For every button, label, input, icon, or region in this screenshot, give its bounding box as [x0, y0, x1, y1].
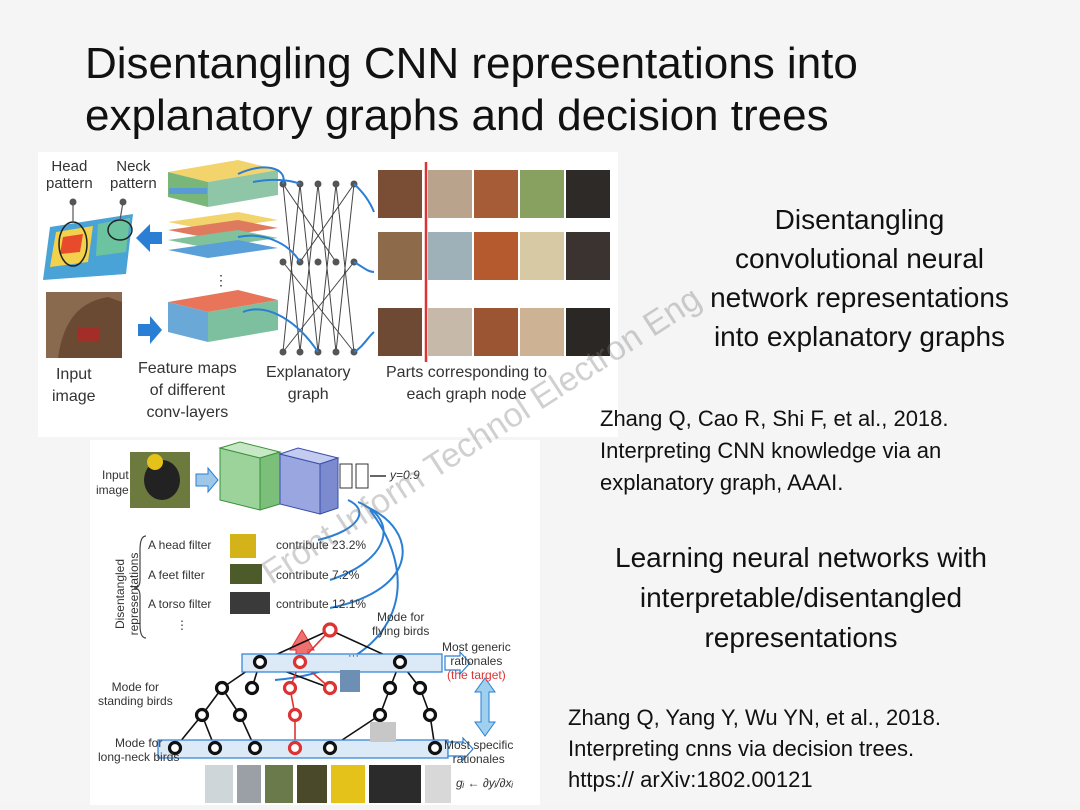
tree-paper-reference: Zhang Q, Yang Y, Wu YN, et al., 2018. In…: [568, 705, 942, 792]
bird-thumbnail-strip: [205, 670, 451, 803]
torso-filter-contribution: contribute 12.1%: [276, 597, 367, 611]
feature-ellipsis: ⋮: [214, 272, 228, 288]
tree-paper-title: Learning neural networks with interpreta…: [615, 542, 987, 653]
arrow-left-icon: [136, 224, 162, 252]
part-patches: [378, 170, 610, 356]
band-dots: ···: [348, 650, 359, 662]
input-horse-photo: [46, 292, 122, 358]
tree-target-nodes: [282, 622, 338, 756]
heatmap-image: [43, 198, 133, 280]
brace: [133, 535, 147, 639]
slide-title: Disentangling CNN representations into e…: [85, 38, 1045, 142]
torso-filter-label: A torso filter: [148, 597, 212, 611]
feet-filter-label: A feet filter: [148, 568, 205, 582]
explanatory-graph-diagram: [43, 160, 610, 362]
output-value: y=0.9: [390, 468, 420, 482]
double-arrow-icon: [474, 677, 496, 737]
feature-map-bottom: [168, 290, 278, 342]
tree-nodes: [167, 654, 443, 756]
feature-map-middle: [168, 212, 278, 258]
head-filter-contribution: contribute 23.2%: [276, 538, 367, 552]
feature-map-top: [168, 160, 278, 207]
filters-vdots: ⋮: [176, 618, 188, 632]
graph-edges: [282, 183, 355, 353]
generic-band: [241, 653, 443, 673]
gradient-formula: gᵢ ← ∂yᵢ/∂xᵢ: [456, 776, 514, 790]
specific-band: [157, 739, 449, 759]
blue-curve-arrows: [237, 166, 375, 353]
decision-tree-diagram: [130, 441, 496, 803]
title-line-1: Disentangling CNN representations into: [85, 39, 858, 88]
head-filter-label: A head filter: [148, 538, 212, 552]
conv-block-green: [219, 447, 261, 511]
title-line-2: explanatory graphs and decision trees: [85, 91, 829, 140]
feedback-curves: [274, 499, 404, 681]
graph-paper-title: Disentangling convolutional neural netwo…: [710, 204, 1009, 352]
arrow-right-icon: [138, 316, 162, 344]
input-arrow-icon: [195, 466, 219, 494]
graph-paper-reference: Zhang Q, Cao R, Shi F, et al., 2018. Int…: [600, 406, 949, 495]
feet-filter-contribution: contribute 7.2%: [276, 568, 360, 582]
